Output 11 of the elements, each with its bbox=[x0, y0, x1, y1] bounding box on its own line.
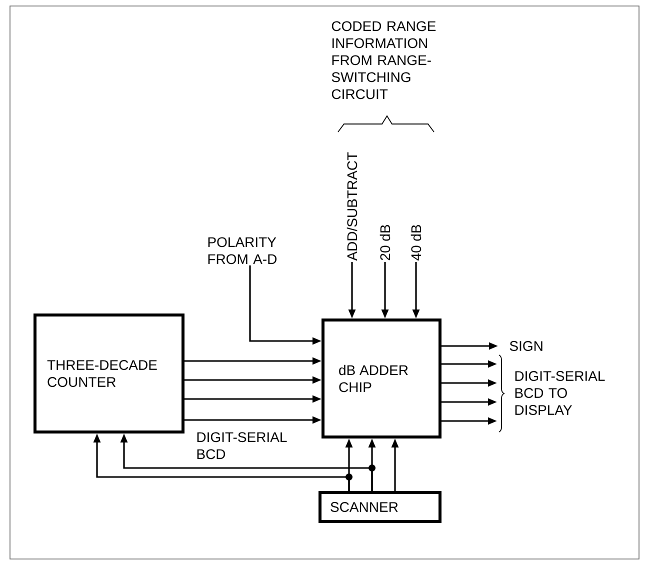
note-text: DIGIT-SERIAL BCD bbox=[197, 432, 287, 460]
signal-label: DIGIT-SERIAL BCD TO DISPLAY bbox=[515, 371, 605, 415]
signal-label: SIGN bbox=[510, 341, 542, 351]
signal-label: ADD/SUBTRACT bbox=[346, 152, 358, 261]
signal-label: 20 dB bbox=[380, 224, 390, 260]
signal-label: 40 dB bbox=[410, 224, 422, 260]
chip-box: dB ADDER CHIP bbox=[322, 318, 442, 438]
note-text: CODED RANGE INFORMATION FROM RANGE-SWITCHING CIRCUIT bbox=[332, 21, 436, 100]
signal-label: POLARITY FROM A-D bbox=[208, 237, 277, 264]
counter-box: THREE-DECADE COUNTER bbox=[34, 314, 184, 434]
scanner-box: SCANNER bbox=[318, 491, 442, 523]
